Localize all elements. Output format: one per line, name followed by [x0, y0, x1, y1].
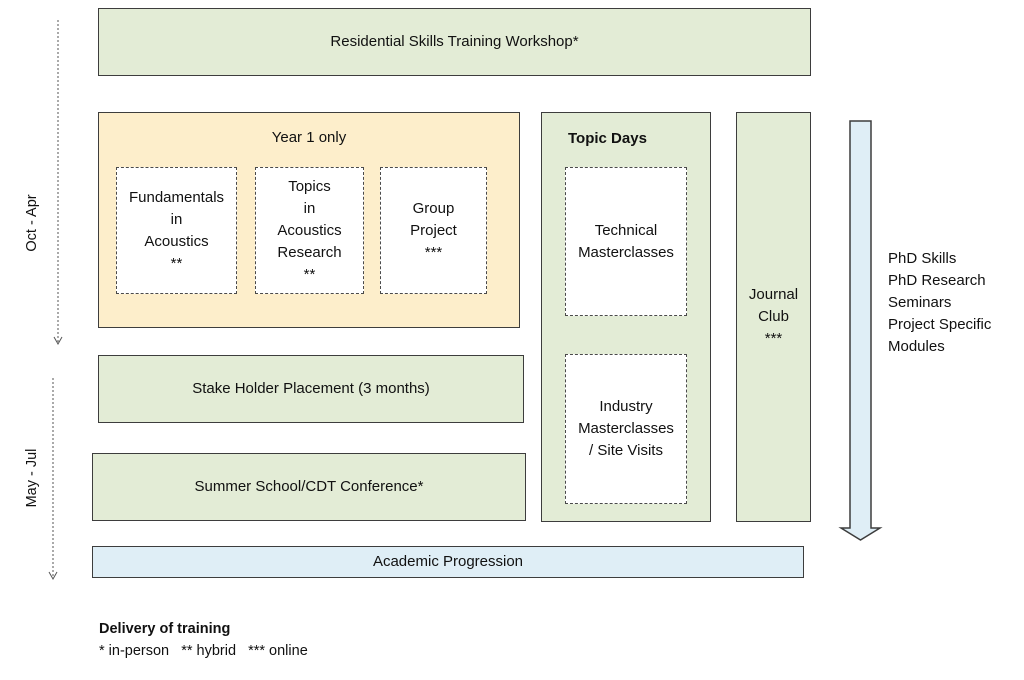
timeline-label-oct-apr: Oct - Apr [24, 194, 40, 252]
module-topics-research-label: Topics in Acoustics Research ** [277, 177, 342, 283]
legend-items: * in-person ** hybrid *** online [99, 643, 308, 659]
module-group-project-label: Group Project *** [410, 199, 457, 261]
stakeholder-placement-label: Stake Holder Placement (3 months) [192, 380, 430, 397]
journal-club-label: Journal Club *** [748, 286, 799, 347]
phd-skills-list: PhD Skills PhD Research Seminars Project… [888, 250, 992, 355]
module-fundamentals: Fundamentals in Acoustics ** [116, 167, 237, 294]
summer-school-label: Summer School/CDT Conference* [194, 478, 424, 495]
summer-school-box: Summer School/CDT Conference* [92, 453, 526, 521]
stakeholder-placement-box: Stake Holder Placement (3 months) [98, 355, 524, 423]
technical-masterclasses-box: Technical Masterclasses [565, 167, 687, 316]
phd-down-arrow [838, 120, 883, 541]
industry-masterclasses-box: Industry Masterclasses / Site Visits [565, 354, 687, 504]
module-group-project: Group Project *** [380, 167, 487, 294]
journal-club-box: Journal Club *** [736, 112, 811, 522]
residential-workshop-box: Residential Skills Training Workshop* [98, 8, 811, 76]
academic-progression-label: Academic Progression [372, 553, 524, 570]
academic-progression-box: Academic Progression [92, 546, 804, 578]
module-fundamentals-label: Fundamentals in Acoustics ** [128, 188, 225, 272]
technical-masterclasses-label: Technical Masterclasses [578, 221, 674, 261]
topic-days-title: Topic Days [568, 130, 647, 147]
industry-masterclasses-label: Industry Masterclasses / Site Visits [578, 398, 674, 459]
timeline-label-may-jul: May - Jul [24, 448, 40, 508]
residential-workshop-label: Residential Skills Training Workshop* [330, 33, 579, 50]
timeline-arrowhead-2 [48, 571, 58, 581]
year1-title: Year 1 only [271, 129, 347, 146]
module-topics-research: Topics in Acoustics Research ** [255, 167, 364, 294]
legend-title: Delivery of training [99, 621, 231, 637]
timeline-arrowhead-1 [53, 336, 63, 346]
